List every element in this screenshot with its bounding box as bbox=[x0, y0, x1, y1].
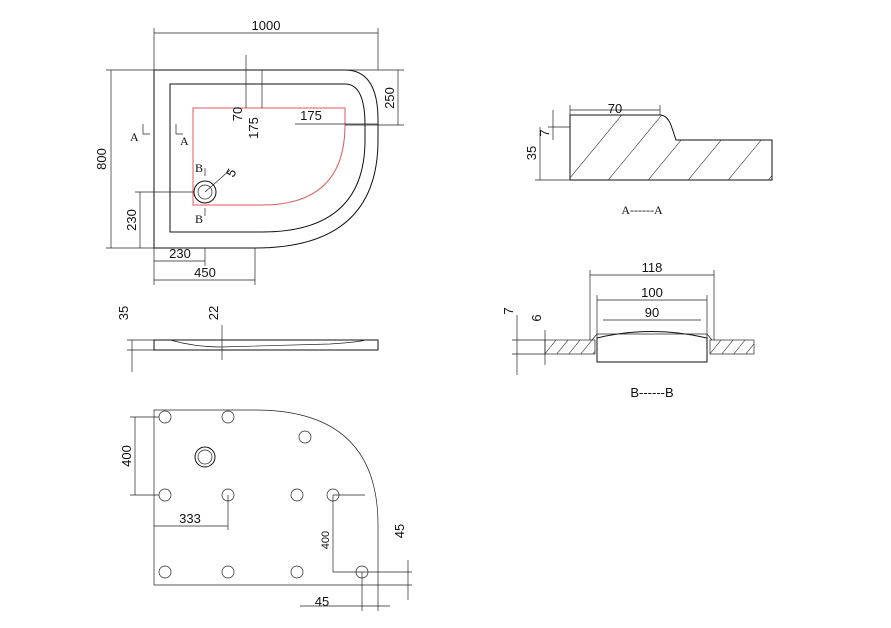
dim-leg-spacing-y: 400 bbox=[119, 445, 134, 467]
drain-hole bbox=[194, 446, 216, 468]
section-b-bottom: B bbox=[195, 212, 203, 226]
section-bb-caption: B------B bbox=[630, 385, 673, 400]
dim-leg-spacing-right: 400 bbox=[320, 531, 332, 549]
drain-inner-circle bbox=[197, 184, 213, 200]
support-legs bbox=[158, 410, 369, 579]
section-aa: 70 7 35 A------A bbox=[524, 101, 773, 217]
leg bbox=[158, 565, 172, 579]
dim-inner-right: 175 bbox=[300, 108, 322, 123]
tray-inner-outline bbox=[169, 83, 366, 233]
dim-lip: 7 bbox=[537, 129, 552, 136]
dim-width: 1000 bbox=[252, 18, 281, 33]
bottom-view: 400 333 400 45 45 bbox=[119, 409, 412, 611]
leg bbox=[290, 565, 304, 579]
leg bbox=[158, 410, 172, 424]
side-view: 35 22 bbox=[116, 306, 379, 372]
leg bbox=[290, 488, 304, 502]
dim-drain-label: 5 bbox=[223, 166, 240, 180]
dim-edge-offset-x: 45 bbox=[315, 594, 329, 609]
bottom-outline bbox=[153, 409, 379, 586]
dim-section-a-height: 35 bbox=[524, 146, 539, 160]
dim-edge-offset-y: 45 bbox=[392, 524, 407, 538]
drain-body bbox=[596, 331, 708, 363]
dim-rim: 7 bbox=[501, 307, 516, 314]
dim-inner-top: 70 bbox=[230, 107, 245, 121]
dim-side-depth: 22 bbox=[206, 306, 221, 320]
top-view: 1000 800 250 70 175 175 230 230 450 5 bbox=[94, 18, 404, 285]
tray-outline bbox=[153, 69, 379, 249]
section-a-right: A bbox=[180, 134, 189, 148]
drain-circle bbox=[193, 180, 217, 204]
section-aa-caption: A------A bbox=[621, 203, 663, 217]
dim-middle: 100 bbox=[641, 285, 663, 300]
section-b-top: B bbox=[195, 161, 203, 175]
dim-drain-x: 230 bbox=[169, 246, 191, 261]
leg bbox=[158, 488, 172, 502]
dim-side-height: 35 bbox=[116, 306, 131, 320]
leg bbox=[221, 410, 235, 424]
dim-leg-spacing-x: 333 bbox=[179, 511, 201, 526]
dim-outer: 118 bbox=[642, 260, 663, 275]
dim-drain-y: 230 bbox=[124, 209, 139, 231]
dim-radius: 250 bbox=[382, 87, 397, 109]
side-profile bbox=[153, 339, 379, 351]
leg bbox=[221, 565, 235, 579]
dim-inner-rim: 6 bbox=[529, 314, 544, 321]
dim-step-width: 70 bbox=[608, 101, 622, 116]
dim-inner: 90 bbox=[645, 305, 659, 320]
dim-depth: 800 bbox=[94, 148, 109, 170]
section-bb: 118 100 90 7 6 B------B bbox=[501, 260, 755, 400]
section-a-left: A bbox=[130, 130, 139, 144]
dim-flat-width: 450 bbox=[194, 265, 216, 280]
drain-leader bbox=[204, 169, 231, 193]
section-a-profile bbox=[569, 114, 773, 181]
leg bbox=[298, 430, 312, 444]
dim-inner-side: 175 bbox=[246, 117, 261, 139]
inner-basin-line bbox=[192, 107, 346, 206]
